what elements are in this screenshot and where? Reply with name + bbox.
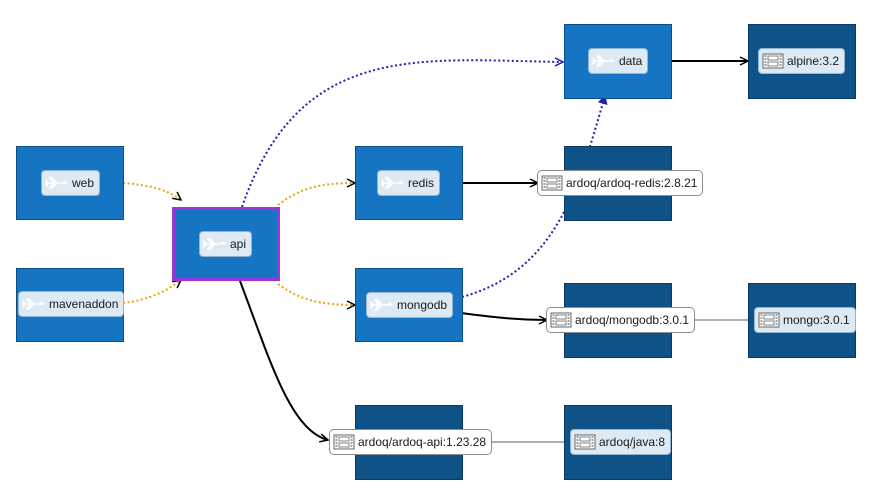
data-label[interactable]: data — [588, 48, 649, 74]
airplane-icon — [45, 177, 68, 189]
link-api-mongodb — [277, 283, 355, 305]
link-web-api — [122, 182, 181, 200]
web-text: web — [72, 176, 95, 190]
airplane-icon — [370, 299, 393, 311]
redis-label[interactable]: redis — [377, 170, 441, 196]
data-text: data — [619, 54, 643, 68]
mavenaddon-text: mavenaddon — [49, 297, 119, 311]
link-api-data — [241, 60, 563, 208]
mongodb-label[interactable]: mongodb — [366, 292, 454, 318]
link-api-redis — [277, 183, 355, 206]
ardoq-api-label[interactable]: ardoq/ardoq-api:1.23.28 — [329, 429, 493, 455]
alpine-text: alpine:3.2 — [787, 54, 840, 68]
web-label[interactable]: web — [41, 170, 101, 196]
ardoq-api-text: ardoq/ardoq-api:1.23.28 — [358, 435, 487, 449]
ardoq-mongodb-label[interactable]: ardoq/mongodb:3.0.1 — [546, 307, 696, 333]
link-mongodb-ardoq-mongodb — [460, 312, 547, 320]
ardoq-redis-text: ardoq/ardoq-redis:2.8.21 — [566, 176, 698, 190]
redis-node[interactable] — [355, 146, 463, 220]
film-strip-icon — [574, 434, 596, 450]
alpine-label[interactable]: alpine:3.2 — [758, 48, 846, 74]
mongo-label[interactable]: mongo:3.0.1 — [754, 307, 856, 333]
film-strip-icon — [758, 312, 780, 328]
film-strip-icon — [550, 312, 572, 328]
link-mavenaddon-api — [122, 280, 181, 304]
ardoq-java-text: ardoq/java:8 — [599, 435, 666, 449]
api-label[interactable]: api — [199, 231, 253, 257]
film-strip-icon — [762, 53, 784, 69]
airplane-icon — [22, 298, 45, 310]
film-strip-icon — [541, 175, 563, 191]
film-strip-icon — [333, 434, 355, 450]
airplane-icon — [203, 238, 226, 250]
link-mongodb-data — [461, 95, 608, 298]
mavenaddon-label[interactable]: mavenaddon — [18, 291, 125, 317]
redis-text: redis — [408, 176, 435, 190]
airplane-icon — [381, 177, 404, 189]
airplane-icon — [592, 55, 615, 67]
mongo-text: mongo:3.0.1 — [783, 313, 850, 327]
link-api-ardoq-api — [239, 280, 328, 440]
ardoq-redis-label[interactable]: ardoq/ardoq-redis:2.8.21 — [537, 170, 704, 196]
mongodb-text: mongodb — [397, 298, 448, 312]
ardoq-java-label[interactable]: ardoq/java:8 — [570, 429, 672, 455]
api-text: api — [230, 237, 247, 251]
ardoq-mongodb-text: ardoq/mongodb:3.0.1 — [575, 313, 690, 327]
